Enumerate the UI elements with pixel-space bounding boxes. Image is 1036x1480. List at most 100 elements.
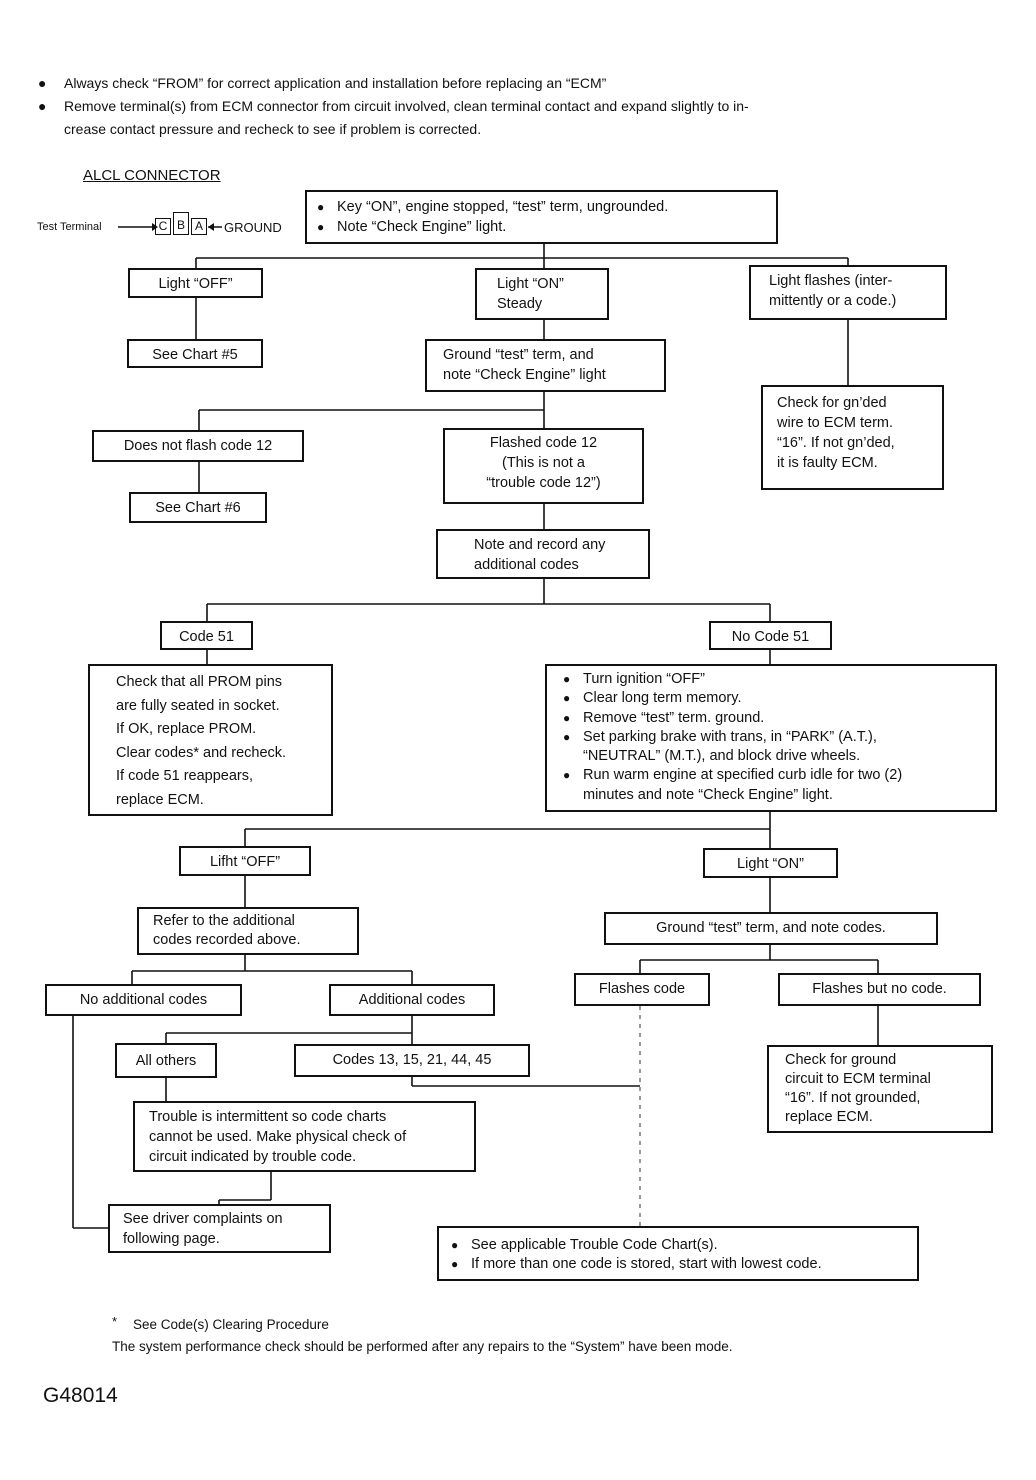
step-turn-ignition: Turn ignition “OFF” [561,670,987,690]
start-line-2: Note “Check Engine” light. [315,217,768,237]
trouble-chart-line-1: See applicable Trouble Code Chart(s). [449,1236,907,1255]
light-on-steady-box: Light “ON” Steady [475,268,609,320]
codes-list-box: Codes 13, 15, 21, 44, 45 [294,1044,530,1077]
light-on-2-box: Light “ON” [703,848,838,878]
light-on-2-label: Light “ON” [737,856,804,872]
intermittent-line-2: cannot be used. Make physical check of [149,1129,407,1145]
lifht-off-label: Lifht “OFF” [209,854,281,870]
ground-test-line-2: note “Check Engine” light [443,367,606,383]
ground-test-box: Ground “test” term, and note “Check Engi… [425,339,666,392]
additional-codes-box: Additional codes [329,984,495,1016]
see-chart-5-label: See Chart #5 [152,347,238,363]
see-chart-6-label: See Chart #6 [155,500,241,516]
driver-complaints-box: See driver complaints on following page. [108,1204,331,1253]
code-51-label: Code 51 [179,629,234,645]
note-record-box: Note and record any additional codes [436,529,650,579]
trouble-code-chart-box: See applicable Trouble Code Chart(s). If… [437,1226,919,1281]
note-bullet-1: ● [38,75,47,91]
footnote-text: See Code(s) Clearing Procedure [133,1317,329,1332]
step-parking-brake: Set parking brake with trans, in “PARK” … [561,728,987,748]
no-additional-codes-label: No additional codes [79,992,208,1008]
ground-note-codes-label: Ground “test” term, and note codes. [656,920,886,936]
prom-line-6: replace ECM. [116,791,204,808]
check-gnded-line-4: it is faulty ECM. [777,455,878,471]
prom-line-5: If code 51 reappears, [116,768,254,784]
flashed-code-12-box: Flashed code 12 (This is not a “trouble … [443,428,644,504]
refer-codes-line-1: Refer to the additional [153,913,295,929]
start-box: Key “ON”, engine stopped, “test” term, u… [305,190,778,244]
no-additional-codes-box: No additional codes [45,984,242,1016]
step-clear-memory: Clear long term memory. [561,689,987,709]
check-gnded-line-1: Check for gn’ded [777,395,887,411]
step-parking-brake-cont: “NEUTRAL” (M.T.), and block drive wheels… [583,748,861,765]
lifht-off-box: Lifht “OFF” [179,846,311,876]
flashed-12-line-1: Flashed code 12 [489,435,598,451]
footnote-mark: * [112,1314,118,1329]
flashed-12-line-3: “trouble code 12”) [486,475,601,491]
all-others-box: All others [115,1043,217,1078]
note-bullet-2: ● [38,98,47,114]
flashed-12-line-2: (This is not a [502,455,585,471]
all-others-label: All others [135,1053,197,1069]
light-flashes-line-1: Light flashes (inter- [769,273,893,289]
intermittent-line-1: Trouble is intermittent so code charts [149,1109,387,1125]
light-off-box: Light “OFF” [128,268,263,298]
light-flashes-box: Light flashes (inter- mittently or a cod… [749,265,947,320]
figure-id: G48014 [43,1384,118,1407]
driver-line-1: See driver complaints on [123,1211,283,1227]
check-ground-line-3: “16”. If not grounded, [785,1090,921,1106]
check-ground-circuit-box: Check for ground circuit to ECM terminal… [767,1045,993,1133]
connector-pin-c: C [155,218,171,235]
check-gnded-line-3: “16”. If not gn’ded, [777,435,895,451]
check-ground-line-2: circuit to ECM terminal [785,1071,931,1087]
driver-line-2: following page. [123,1231,220,1247]
intermittent-box: Trouble is intermittent so code charts c… [133,1101,476,1172]
step-remove-test: Remove “test” term. ground. [561,709,987,729]
codes-list-label: Codes 13, 15, 21, 44, 45 [332,1052,492,1068]
flashes-code-label: Flashes code [598,981,686,997]
ground-label: GROUND [224,220,282,235]
steady-label: Steady [497,296,543,312]
additional-codes-label: Additional codes [358,992,466,1008]
refer-codes-box: Refer to the additional codes recorded a… [137,907,359,955]
prom-line-3: If OK, replace PROM. [116,721,257,737]
refer-codes-line-2: codes recorded above. [153,932,301,948]
step-run-engine: Run warm engine at specified curb idle f… [561,766,987,786]
note-line-1: Always check “FROM” for correct applicat… [64,75,607,91]
no-code-51-label: No Code 51 [731,629,810,645]
see-chart-5-box: See Chart #5 [127,339,263,368]
footer-note: The system performance check should be p… [112,1339,733,1354]
note-record-line-1: Note and record any [474,537,606,553]
see-chart-6-box: See Chart #6 [129,492,267,523]
note-line-2: Remove terminal(s) from ECM connector fr… [64,98,749,114]
does-not-flash-label: Does not flash code 12 [123,438,273,454]
no-code-51-box: No Code 51 [709,621,832,650]
test-terminal-label: Test Terminal [37,221,102,233]
connector-pin-a: A [191,218,207,235]
connector-pin-b: B [173,212,189,235]
prom-line-1: Check that all PROM pins [116,674,283,690]
flashes-no-code-label: Flashes but no code. [812,981,947,997]
flashes-code-box: Flashes code [574,973,710,1006]
check-gnded-wire-box: Check for gn’ded wire to ECM term. “16”.… [761,385,944,490]
start-line-1: Key “ON”, engine stopped, “test” term, u… [315,197,768,217]
alcl-connector-title: ALCL CONNECTOR [83,167,221,184]
note-line-3: crease contact pressure and recheck to s… [64,121,482,137]
ground-note-codes-box: Ground “test” term, and note codes. [604,912,938,945]
flashes-no-code-box: Flashes but no code. [778,973,981,1006]
check-gnded-line-2: wire to ECM term. [777,415,894,431]
ground-test-line-1: Ground “test” term, and [443,347,594,363]
prom-line-2: are fully seated in socket. [116,697,280,714]
light-off-label: Light “OFF” [158,276,233,292]
light-flashes-line-2: mittently or a code.) [769,293,897,309]
check-ground-line-4: replace ECM. [785,1109,873,1125]
step-run-engine-cont: minutes and note “Check Engine” light. [583,786,833,803]
code-51-box: Code 51 [160,621,253,650]
trouble-chart-line-2: If more than one code is stored, start w… [449,1255,907,1274]
note-record-line-2: additional codes [474,557,579,573]
light-on-label: Light “ON” [497,276,564,292]
check-prom-box: Check that all PROM pins are fully seate… [88,664,333,816]
ignition-steps-box: Turn ignition “OFF” Clear long term memo… [545,664,997,812]
intermittent-line-3: circuit indicated by trouble code. [149,1149,357,1165]
